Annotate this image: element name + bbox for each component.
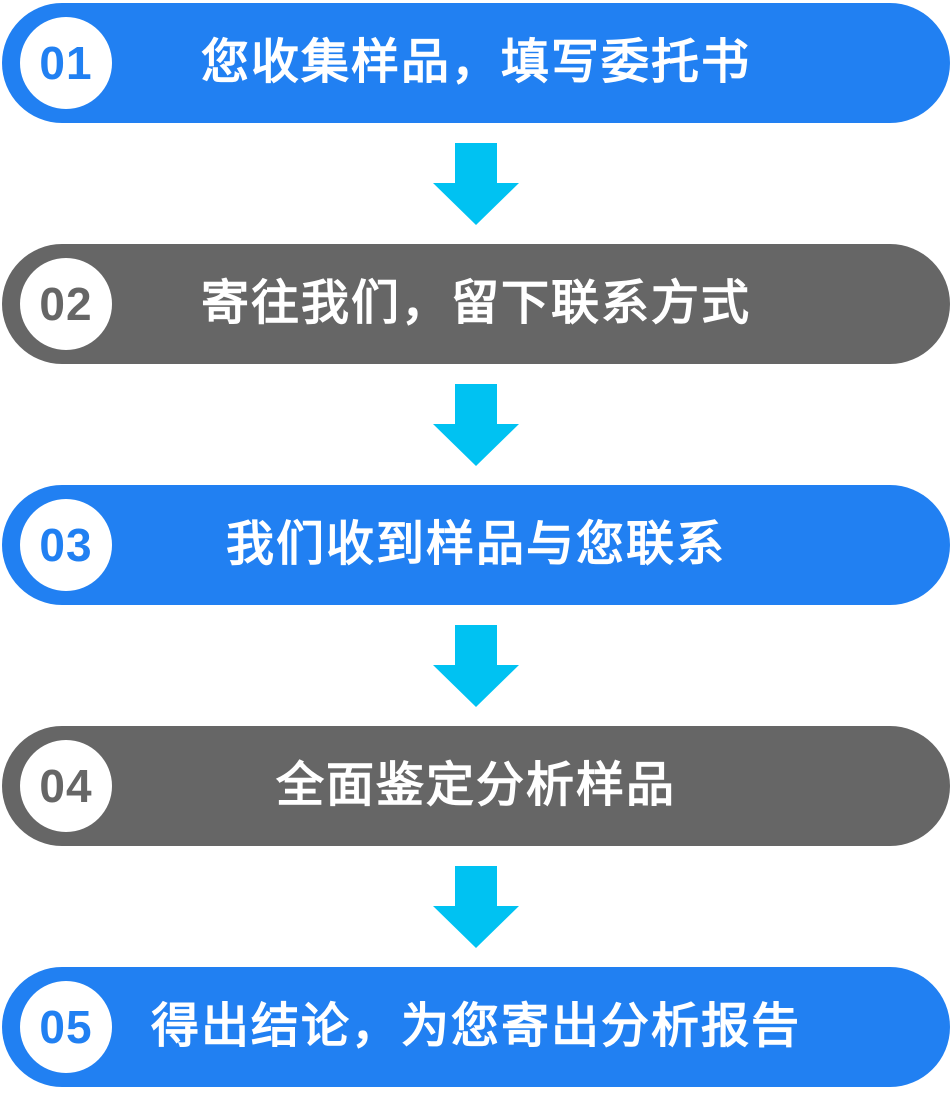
step-label: 我们收到样品与您联系 <box>225 518 726 571</box>
down-arrow-icon <box>433 624 519 707</box>
connector-gap <box>0 364 952 485</box>
step-pill-2: 02 寄往我们，留下联系方式 <box>2 244 950 364</box>
step-label: 得出结论，为您寄出分析报告 <box>150 1000 801 1053</box>
step-number-badge: 01 <box>20 17 112 109</box>
step-pill-1: 01 您收集样品，填写委托书 <box>2 3 950 123</box>
step-pill-3: 03 我们收到样品与您联系 <box>2 485 950 605</box>
step-label: 您收集样品，填写委托书 <box>200 36 751 89</box>
step-pill-4: 04 全面鉴定分析样品 <box>2 726 950 846</box>
connector-gap <box>0 605 952 726</box>
step-label: 全面鉴定分析样品 <box>275 759 676 812</box>
step-label: 寄往我们，留下联系方式 <box>200 277 751 330</box>
step-number-badge: 03 <box>20 499 112 591</box>
step-number-badge: 02 <box>20 258 112 350</box>
connector-gap <box>0 123 952 244</box>
down-arrow-icon <box>433 142 519 225</box>
step-pill-5: 05 得出结论，为您寄出分析报告 <box>2 967 950 1087</box>
down-arrow-icon <box>433 865 519 948</box>
step-number-badge: 05 <box>20 981 112 1073</box>
connector-gap <box>0 846 952 967</box>
down-arrow-icon <box>433 383 519 466</box>
step-number-badge: 04 <box>20 740 112 832</box>
